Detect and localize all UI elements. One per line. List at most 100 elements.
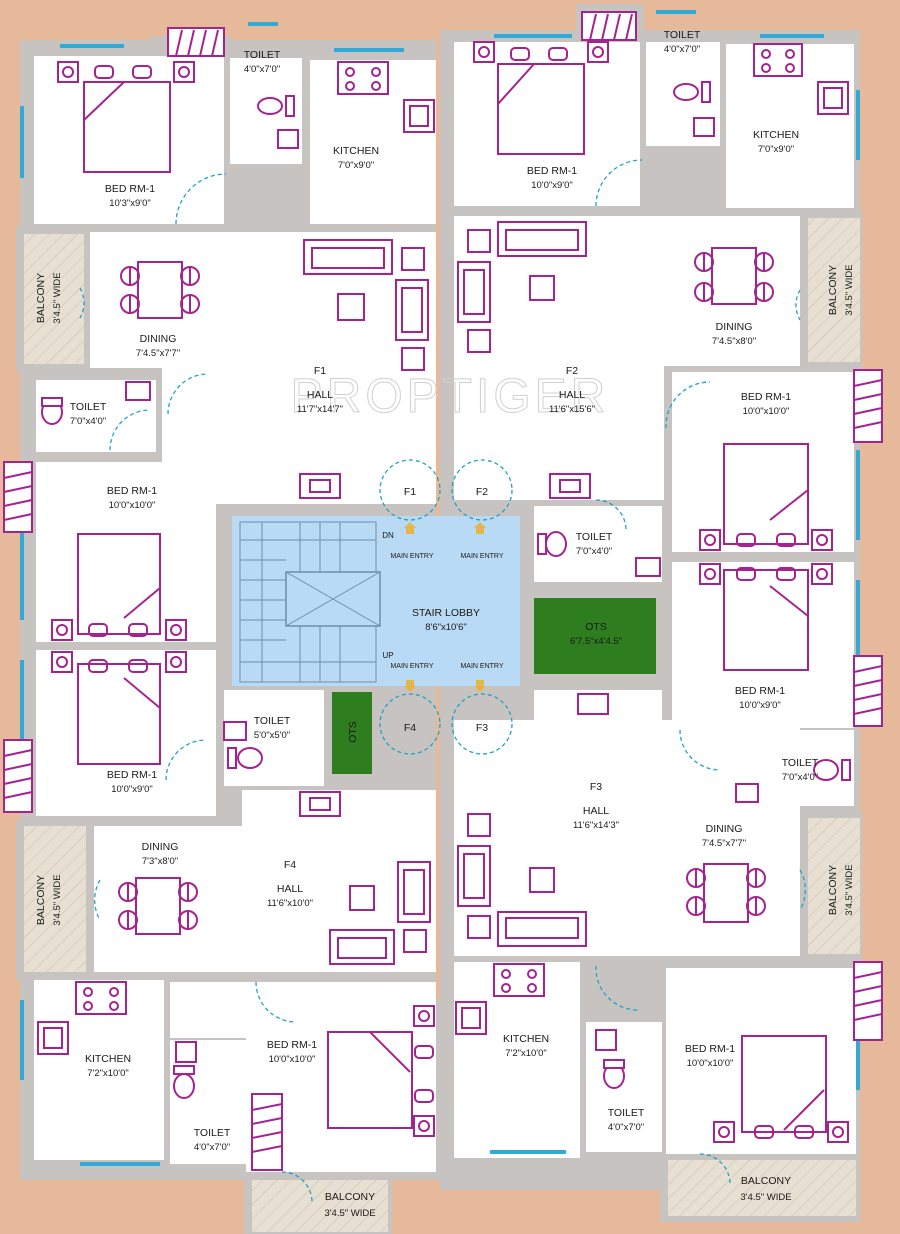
f2-toilet1-dim: 4'0"x7'0": [664, 44, 700, 55]
f3-toilet1-name: TOILET: [782, 757, 819, 769]
f3-toilet2-dim: 4'0"x7'0": [608, 1122, 644, 1133]
f2-dining-dim: 7'4.5"x8'0": [712, 336, 756, 347]
main-entry-f2: MAIN ENTRY: [460, 553, 503, 560]
ots-right-name: OTS: [585, 621, 607, 633]
f3-toilet2-name: TOILET: [608, 1107, 645, 1119]
f3-kitchen-dim: 7'2"x10'0": [505, 1048, 547, 1059]
f1-toilet2-dim: 7'0"x4'0": [70, 416, 106, 427]
bed-f3-bottom: [713, 1035, 849, 1143]
ots-left-name: OTS: [347, 721, 359, 743]
f4-hall-name: HALL: [277, 883, 303, 895]
f2-bed1-name: BED RM-1: [527, 165, 577, 177]
stair-lobby-area: [232, 516, 520, 692]
bed-f1-side: [51, 533, 187, 641]
f4-dining-name: DINING: [142, 841, 179, 853]
f3-dining-dim: 7'4.5"x7'7": [702, 838, 746, 849]
f3-balcony2-name: BALCONY: [741, 1175, 791, 1187]
f2-bed2-dim: 10'0"x10'0": [743, 406, 790, 417]
ots-shaft-left: [332, 692, 372, 774]
sliding-window-bays: [3, 11, 883, 1171]
f4-toilet2-dim: 4'0"x7'0": [194, 1142, 230, 1153]
f1-dining-dim: 7'4.5"x7'7": [136, 348, 180, 359]
f1-hall-name: HALL: [307, 389, 333, 401]
f4-bed2-name: BED RM-1: [267, 1039, 317, 1051]
f2-toilet2-name: TOILET: [576, 531, 613, 543]
dining-set-f4: [118, 877, 198, 935]
f3-balcony-dim: 3'4.5" WIDE: [844, 864, 855, 915]
balconies: [24, 218, 860, 1232]
f1-flat-tag: F1: [314, 365, 326, 377]
stair-dn: DN: [382, 531, 394, 540]
f3-bed2-name: BED RM-1: [685, 1043, 735, 1055]
bed-f3-side: [699, 563, 833, 671]
toilet-fixtures: [41, 81, 851, 1099]
f3-bed2-dim: 10'0"x10'0": [687, 1058, 734, 1069]
room-labels: PROPTIGER BED RM-1 10'3"x9'0" TOILET 4'0…: [35, 29, 855, 1219]
stair-lobby-dim: 8'6"x10'6": [425, 622, 467, 633]
kitchen-fixtures: [37, 43, 849, 1055]
main-entry-f1: MAIN ENTRY: [390, 553, 433, 560]
f4-bed1-name: BED RM-1: [107, 769, 157, 781]
f3-balcony-name: BALCONY: [827, 865, 839, 915]
lobby-f4-tag: F4: [404, 722, 416, 734]
f1-balcony-name: BALCONY: [35, 273, 47, 323]
ots-right-dim: 6'7.5"x4'4.5": [570, 636, 622, 647]
f1-bed1-name: BED RM-1: [105, 183, 155, 195]
f2-bed2-name: BED RM-1: [741, 391, 791, 403]
stair-lobby-name: STAIR LOBBY: [412, 607, 480, 619]
ots-shaft-right: [534, 598, 656, 674]
dining-set-f1: [120, 261, 200, 319]
f3-flat-tag: F3: [590, 781, 602, 793]
stair-up: UP: [382, 651, 393, 660]
f4-kitchen-dim: 7'2"x10'0": [87, 1068, 129, 1079]
f4-toilet2-name: TOILET: [194, 1127, 231, 1139]
main-entry-f3: MAIN ENTRY: [460, 663, 503, 670]
main-entry-f4: MAIN ENTRY: [390, 663, 433, 670]
door-swings: [79, 159, 807, 1203]
f4-flat-tag: F4: [284, 859, 296, 871]
bed-f1-top: [57, 61, 195, 173]
f4-balcony2-dim: 3'4.5" WIDE: [324, 1208, 375, 1219]
f3-toilet1-dim: 7'0"x4'0": [782, 772, 818, 783]
f4-hall-dim: 11'6"x10'0": [267, 898, 313, 909]
f4-balcony-name: BALCONY: [35, 875, 47, 925]
f4-bed2-dim: 10'0"x10'0": [269, 1054, 316, 1065]
f4-dining-dim: 7'3"x8'0": [142, 856, 178, 867]
dining-set-f2: [694, 247, 774, 305]
f1-balcony-dim: 3'4.5" WIDE: [52, 272, 63, 323]
f1-toilet2-name: TOILET: [70, 401, 107, 413]
bed-f4-side: [51, 651, 187, 765]
watermark: PROPTIGER: [291, 370, 610, 423]
bed-f2-side: [699, 443, 833, 551]
f2-balcony-name: BALCONY: [827, 265, 839, 315]
dining-set-f3: [686, 863, 766, 923]
f4-kitchen-name: KITCHEN: [85, 1053, 131, 1065]
f1-kitchen-name: KITCHEN: [333, 145, 379, 157]
f3-bed1-dim: 10'0"x9'0": [739, 700, 781, 711]
f3-hall-dim: 11'6"x14'3": [573, 820, 619, 831]
f3-balcony2-dim: 3'4.5" WIDE: [740, 1192, 791, 1203]
f4-bed1-dim: 10'0"x9'0": [111, 784, 153, 795]
bed-f4-bottom: [327, 1005, 435, 1137]
f2-hall-dim: 11'6"x15'6": [549, 404, 595, 415]
lobby-f1-tag: F1: [404, 486, 416, 498]
f1-kitchen-dim: 7'0"x9'0": [338, 160, 374, 171]
f3-bed1-name: BED RM-1: [735, 685, 785, 697]
windows: [20, 10, 860, 1166]
lobby-f3-tag: F3: [476, 722, 488, 734]
lobby-f2-tag: F2: [476, 486, 488, 498]
f2-kitchen-dim: 7'0"x9'0": [758, 144, 794, 155]
f1-hall-dim: 11'7"x14'7": [297, 404, 343, 415]
f2-flat-tag: F2: [566, 365, 578, 377]
f2-bed1-dim: 10'0"x9'0": [531, 180, 573, 191]
f4-toilet1-name: TOILET: [254, 715, 291, 727]
f4-balcony2-name: BALCONY: [325, 1191, 375, 1203]
f2-toilet1-name: TOILET: [664, 29, 701, 41]
f1-toilet1-name: TOILET: [244, 49, 281, 61]
f1-bed1-dim: 10'3"x9'0": [109, 198, 151, 209]
f1-toilet1-dim: 4'0"x7'0": [244, 64, 280, 75]
f4-toilet1-dim: 5'0"x5'0": [254, 730, 290, 741]
living-furniture: [303, 221, 587, 965]
f2-toilet2-dim: 7'0"x4'0": [576, 546, 612, 557]
